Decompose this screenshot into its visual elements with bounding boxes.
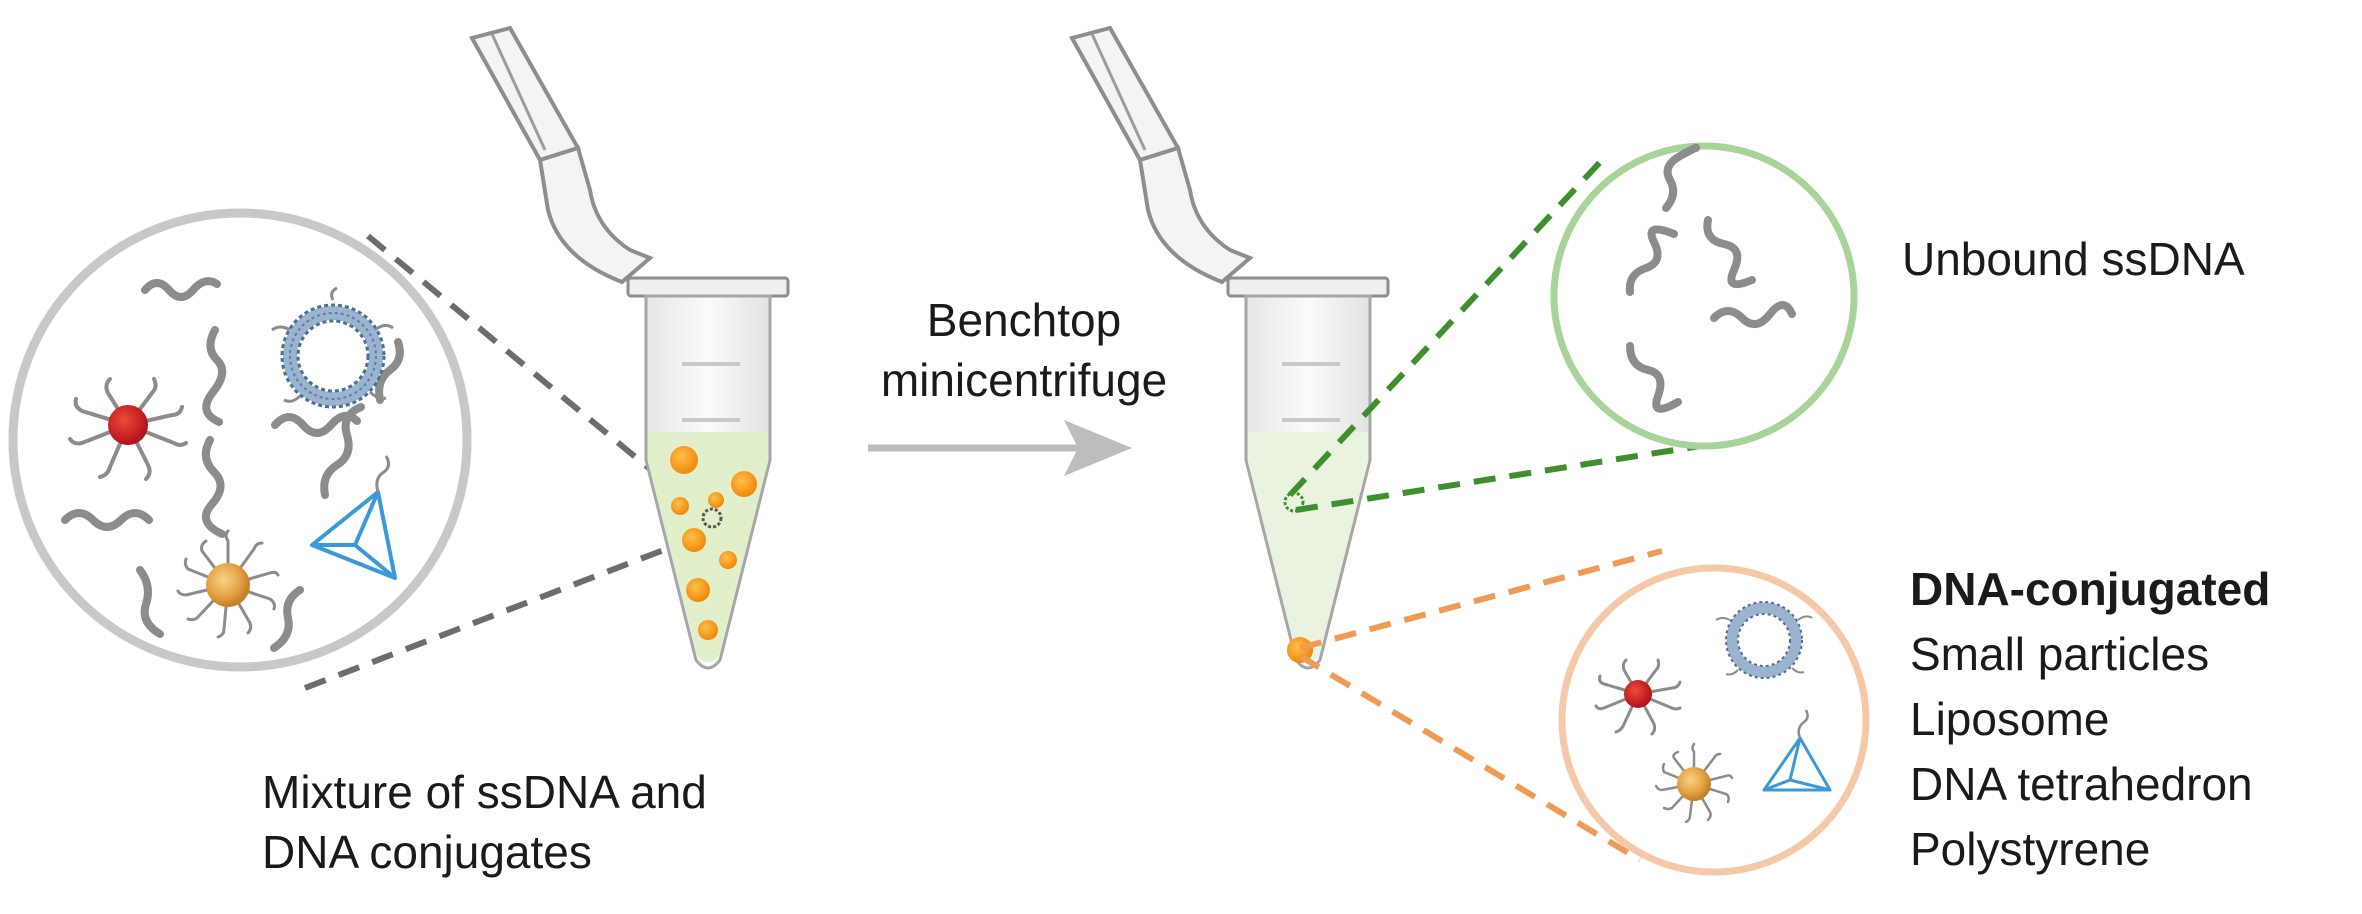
conjugated-heading: DNA-conjugated [1910, 563, 2270, 615]
conjugated-item: Small particles [1910, 628, 2209, 680]
centrifuge-step: Benchtop minicentrifuge [868, 294, 1167, 476]
conjugated-item: DNA tetrahedron [1910, 758, 2253, 810]
gold-particle-icon [176, 529, 280, 639]
mixture-label-line-2: DNA conjugates [262, 826, 592, 878]
tetrahedron-icon [310, 455, 397, 580]
conjugated-legend: DNA-conjugated Small particles Liposome … [1910, 563, 2270, 875]
unbound-ssdna-strands [1625, 143, 1796, 413]
particles-dispersed [670, 446, 757, 640]
mixture-label-line-1: Mixture of ssDNA and [262, 766, 707, 818]
red-particle-icon-small [1594, 658, 1682, 736]
unbound-zoom-lines [1287, 157, 1701, 513]
conjugate-zoom-circle [1558, 564, 1870, 876]
red-particle-icon [68, 377, 188, 481]
tube-before [468, 25, 790, 670]
step-label-line-1: Benchtop [927, 294, 1121, 346]
step-label-line-2: minicentrifuge [881, 354, 1167, 406]
conjugate-zoom-lines [1298, 548, 1663, 863]
liposome-icon [271, 286, 394, 409]
conjugated-item: Polystyrene [1910, 823, 2150, 875]
unbound-label: Unbound ssDNA [1902, 233, 2245, 285]
mixture-zoom-circle [8, 208, 472, 672]
arrow-right-icon [868, 420, 1132, 476]
liposome-icon-small [1715, 601, 1813, 679]
tetrahedron-icon-small [1762, 709, 1832, 792]
ssdna-coil-icon [701, 507, 723, 529]
tube-after [1068, 25, 1390, 670]
gold-particle-icon-small [1654, 742, 1734, 824]
ssdna-strands [61, 277, 404, 652]
mixture-label: Mixture of ssDNA and DNA conjugates [262, 766, 707, 878]
unbound-zoom-circle [1550, 142, 1858, 450]
conjugated-item: Liposome [1910, 693, 2109, 745]
